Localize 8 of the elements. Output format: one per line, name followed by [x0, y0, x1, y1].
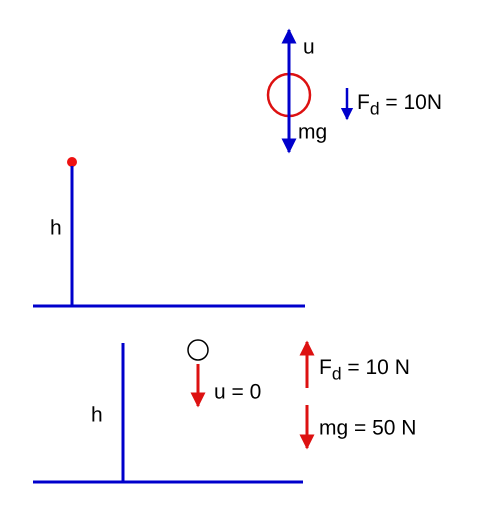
force-label: F$_{d}$ = 10N: [357, 92, 442, 118]
force-label: mg: [298, 122, 328, 142]
force-label: mg = 50 N: [319, 418, 416, 438]
variable-label: u: [303, 36, 315, 58]
force-label: F$_{d}$ = 10 N: [319, 357, 410, 383]
height-label: h: [50, 218, 62, 238]
velocity-label: u = 0: [214, 382, 262, 402]
height-label: h: [91, 404, 103, 426]
